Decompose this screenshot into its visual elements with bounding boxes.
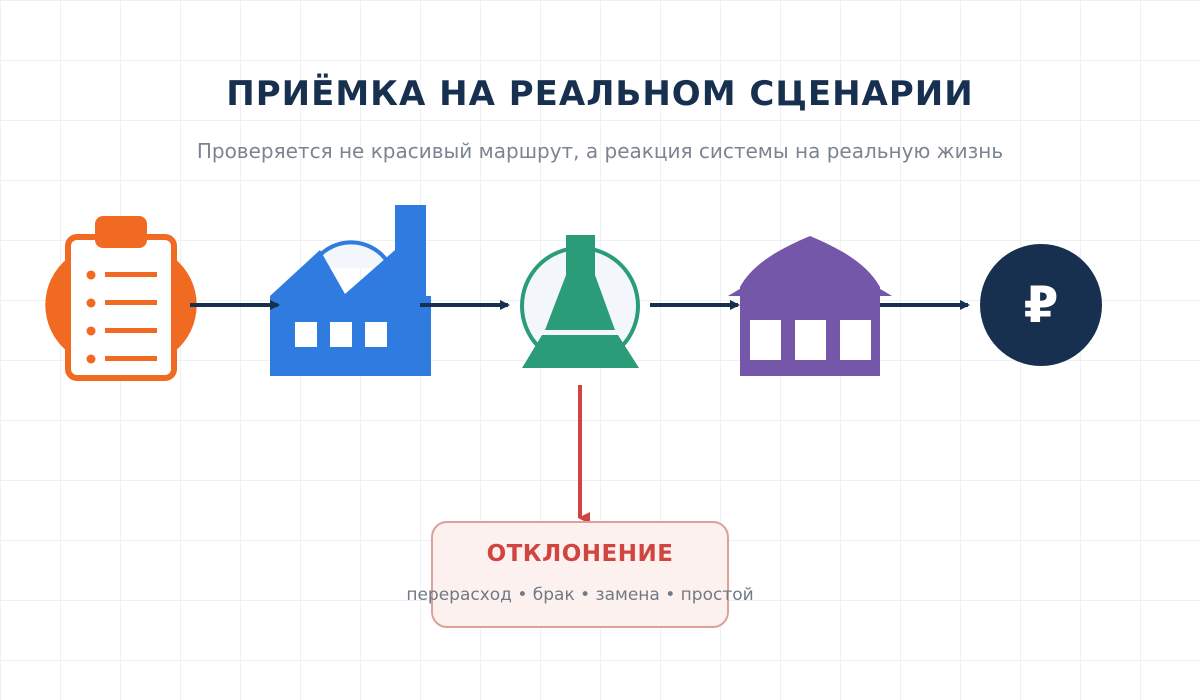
warehouse-icon	[728, 236, 892, 376]
ruble-icon: ₽	[980, 244, 1102, 366]
deviation-box	[431, 521, 729, 628]
page-subtitle: Проверяется не красивый маршрут, а реакц…	[196, 139, 1004, 163]
deviation-items: перерасход • брак • замена • простой	[406, 585, 754, 605]
deviation-title: ОТКЛОНЕНИЕ	[486, 541, 674, 567]
factory-icon	[270, 205, 431, 376]
clipboard-icon	[45, 216, 197, 381]
lab-flask-icon	[520, 235, 640, 368]
ruble-symbol: ₽	[1024, 276, 1059, 334]
page-title: ПРИЁМКА НА РЕАЛЬНОМ СЦЕНАРИИ	[226, 74, 974, 114]
